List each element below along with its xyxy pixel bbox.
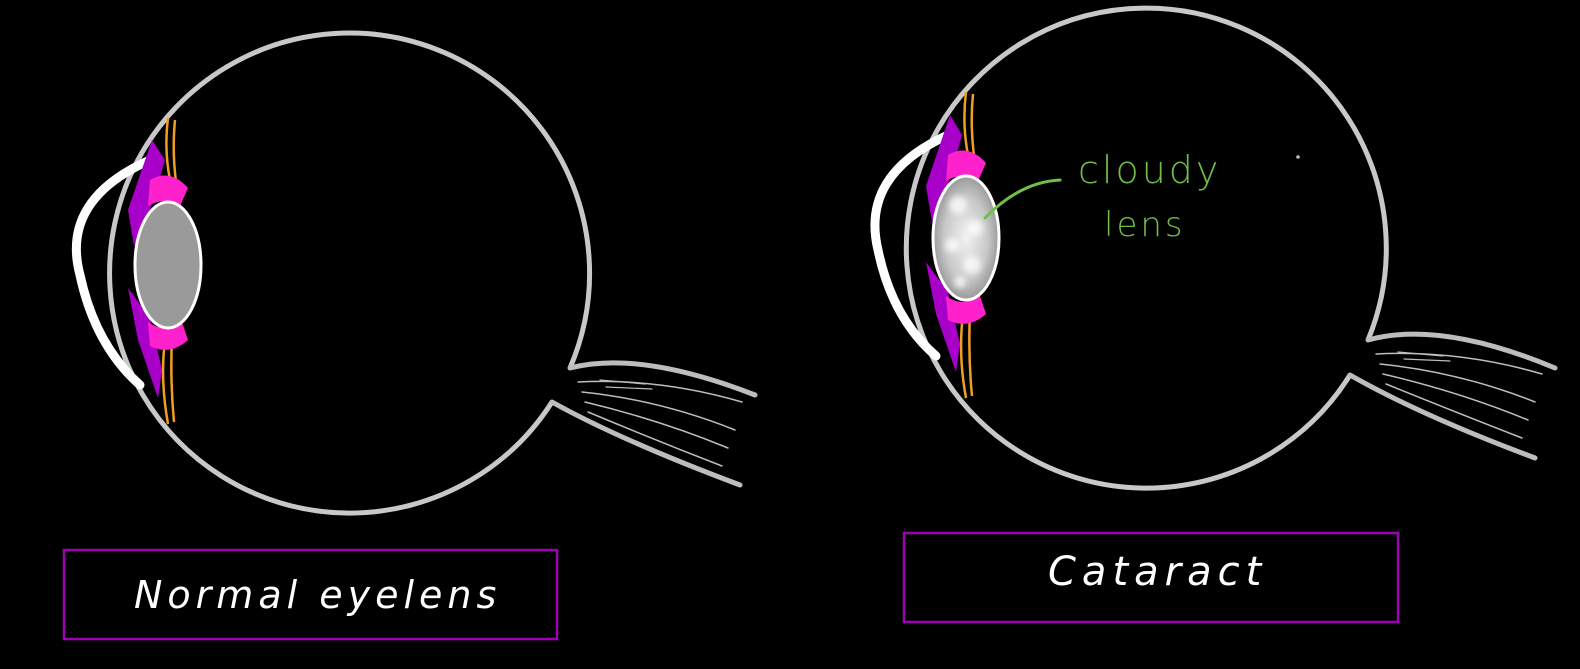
- cornea: [71, 155, 155, 390]
- annotation-arrow: [983, 178, 1062, 220]
- annotation-line1: cloudy: [1078, 148, 1221, 192]
- normal-lens: [133, 200, 203, 330]
- iris: [926, 115, 962, 372]
- ciliary-body: [148, 175, 188, 350]
- stray-dot: [1296, 155, 1300, 159]
- ciliary-body: [946, 150, 986, 324]
- cornea: [870, 130, 953, 361]
- normal-label-box: Normal eyelens: [62, 548, 559, 641]
- normal-eye: [71, 30, 758, 516]
- cataract-eye: cloudy lens: [870, 5, 1558, 491]
- cloudy-lens: [931, 174, 1001, 302]
- iris: [128, 140, 165, 398]
- cataract-label: Cataract: [1048, 549, 1267, 595]
- optic-nerve: [549, 360, 758, 488]
- cataract-label-box: Cataract: [902, 531, 1400, 624]
- eyeball-outline: [107, 30, 593, 516]
- optic-nerve: [1347, 331, 1558, 461]
- normal-label: Normal eyelens: [134, 573, 501, 617]
- annotation-line2: lens: [1104, 205, 1186, 245]
